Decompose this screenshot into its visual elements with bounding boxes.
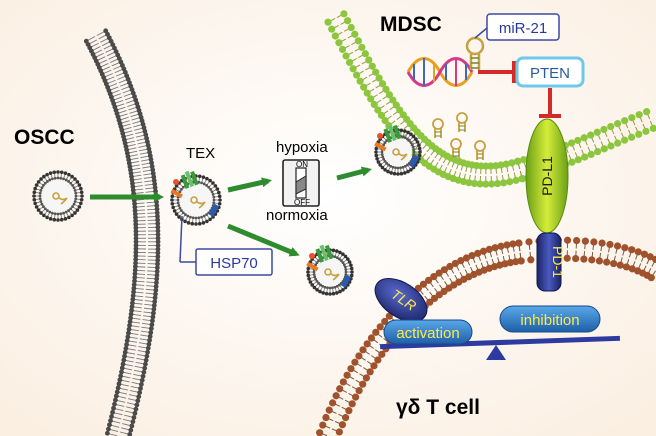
pdl1-protein: PD-L1 (525, 118, 569, 234)
mir21-label: miR-21 (499, 20, 547, 37)
tlr-receptor: TLR (374, 278, 428, 322)
switch-off-label: OFF (294, 198, 310, 207)
mdsc-label: MDSC (380, 13, 442, 36)
arrow-right-icon (227, 223, 300, 257)
hypoxia-label: hypoxia (276, 139, 328, 156)
switch-on-label: ON (296, 160, 308, 169)
gd-tcell-label: γδ T cell (396, 396, 480, 419)
pten-label: PTEN (530, 65, 570, 82)
mdsc-membrane (324, 10, 656, 188)
activation-pill: activation (383, 319, 473, 345)
arrow-right-icon (227, 177, 272, 193)
activation-label: activation (396, 325, 459, 342)
inhibition-label: inhibition (520, 312, 579, 329)
inhibition-pill: inhibition (499, 305, 601, 333)
hsp70-label: HSP70 (210, 255, 258, 272)
mir21-box (486, 13, 560, 41)
exosome-icon (170, 170, 222, 226)
tex-label: TEX (186, 145, 215, 162)
switch-icon: ON OFF (282, 159, 320, 207)
pten-box (515, 56, 585, 88)
inhibition-arrow-icon (539, 88, 561, 118)
normoxia-label: normoxia (266, 207, 328, 224)
pdl1-label: PD-L1 (539, 156, 555, 196)
exosome-icon (374, 124, 422, 176)
exosome-icon (32, 170, 84, 222)
balance-scale-icon (380, 335, 621, 360)
oscc-label: OSCC (14, 126, 75, 149)
callout-line (179, 215, 183, 263)
inhibition-arrow-icon (478, 61, 516, 83)
arrow-right-icon (336, 166, 372, 181)
mirna-cluster (432, 112, 486, 160)
hsp70-box (195, 248, 273, 276)
exosome-icon (306, 244, 354, 296)
pd1-label: PD-1 (550, 246, 566, 278)
dna-icon (406, 57, 474, 87)
pd1-protein: PD-1 (536, 232, 566, 292)
callout-line (474, 27, 488, 39)
